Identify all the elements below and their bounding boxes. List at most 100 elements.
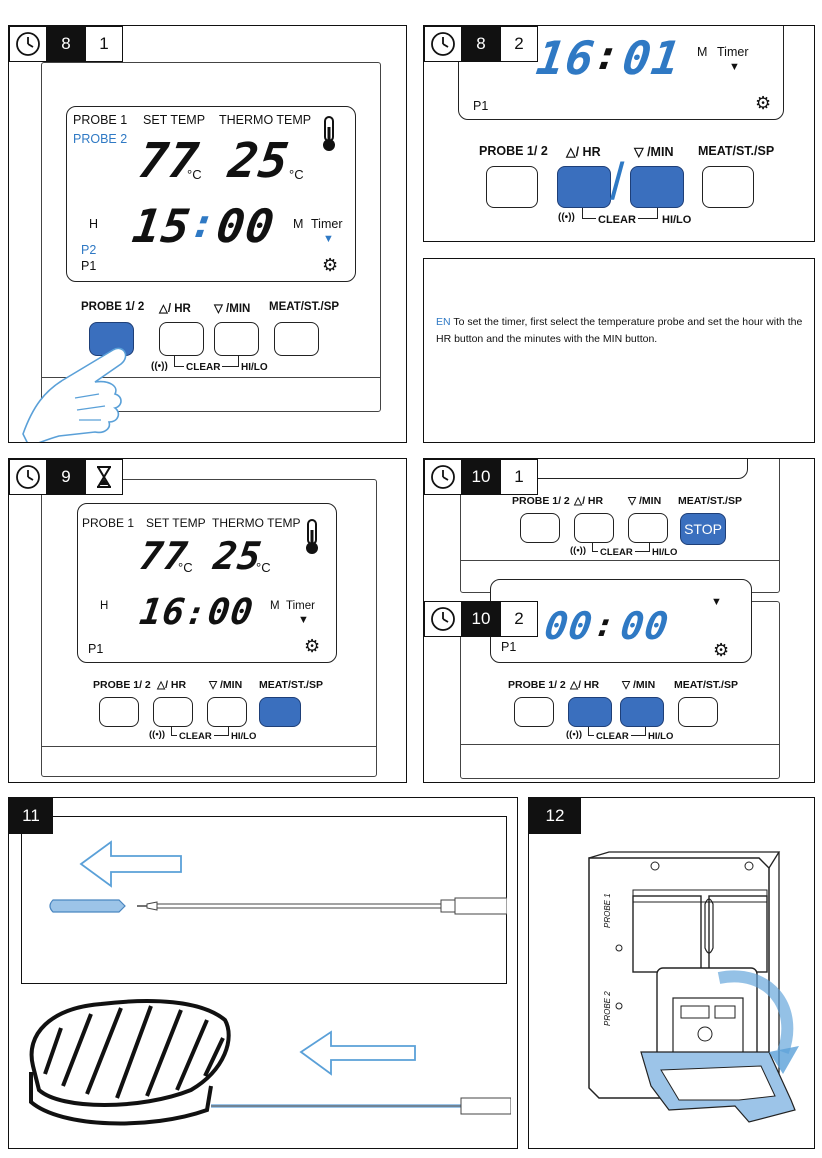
- clock-icon: [424, 601, 462, 637]
- probe2-port-label: PROBE 2: [603, 991, 612, 1026]
- min-button-label: ▽ /MIN: [214, 303, 251, 315]
- min-button[interactable]: [628, 513, 668, 543]
- step-number: 11: [9, 798, 53, 834]
- step-number: 12: [529, 798, 581, 834]
- clear-label: CLEAR: [184, 362, 223, 373]
- thermo-temp-unit: °C: [256, 560, 271, 575]
- thermo-temp-unit: °C: [289, 167, 304, 182]
- timer-label: Timer: [717, 45, 749, 59]
- step-header: 8 2: [424, 26, 538, 62]
- hr-button-label: △/ HR: [574, 495, 604, 507]
- step-number: 8: [47, 26, 85, 62]
- p1-label: P1: [88, 642, 104, 656]
- timer-colon: :: [591, 33, 624, 79]
- p1-label: P1: [81, 259, 97, 273]
- panel-step-8-2: 8 2 16 : 01 M Timer ▼ P1 ⚙ PROBE 1/ 2 △/…: [423, 25, 815, 242]
- hr-button[interactable]: [159, 322, 204, 356]
- stop-button[interactable]: STOP: [680, 513, 726, 545]
- hr-button[interactable]: [153, 697, 193, 727]
- timer-down-arrow-icon: ▼: [711, 596, 722, 608]
- step-header-10-1: 10 1: [424, 459, 538, 495]
- min-button[interactable]: [207, 697, 247, 727]
- timer-colon: :: [592, 606, 618, 644]
- instruction-panel: EN To set the timer, first select the te…: [423, 258, 815, 443]
- beep-icon: ((•)): [151, 361, 168, 372]
- thermometer-icon: [319, 115, 339, 158]
- timer-minutes: 00: [213, 199, 279, 253]
- hr-button[interactable]: [574, 513, 614, 543]
- hilo-label: HI/LO: [241, 362, 268, 373]
- probe-label: PROBE 1: [82, 516, 135, 530]
- hr-button-label: △/ HR: [566, 145, 601, 159]
- device-back-stand-illustration: [588, 851, 799, 1123]
- timer-hours: 15: [129, 199, 195, 253]
- timer-down-arrow-icon: ▼: [729, 61, 740, 73]
- set-temp-unit: °C: [187, 167, 202, 182]
- meat-button-label: MEAT/ST./SP: [698, 144, 775, 158]
- step-number: 8: [462, 26, 500, 62]
- probe-button-label: PROBE 1/ 2: [508, 679, 566, 691]
- meat-button[interactable]: [274, 322, 319, 356]
- step-header: 12: [529, 798, 581, 834]
- clock-icon: [424, 459, 462, 495]
- thermo-temp-label: THERMO TEMP: [219, 113, 312, 127]
- timer-minutes: 01: [619, 31, 685, 85]
- minute-label: M: [270, 600, 280, 612]
- step-header: 11: [9, 798, 53, 834]
- min-button-label: ▽ /MIN: [634, 145, 674, 159]
- min-button[interactable]: [620, 697, 664, 727]
- timer-down-arrow-icon: ▼: [323, 233, 334, 245]
- clear-label: CLEAR: [598, 547, 635, 558]
- panel-step-8-1: 8 1 PROBE 1 PROBE 2 SET TEMP THERMO TEMP…: [8, 25, 407, 443]
- clear-label: CLEAR: [594, 731, 631, 742]
- hr-button[interactable]: [568, 697, 612, 727]
- gear-icon: ⚙: [322, 255, 339, 275]
- meat-button[interactable]: [678, 697, 718, 727]
- hr-button-label: △/ HR: [157, 679, 187, 691]
- probe1-port-label: PROBE 1: [603, 893, 612, 928]
- panel-step-12: 12 PROBE 1 PROBE 2: [528, 797, 815, 1149]
- meat-button-label: MEAT/ST./SP: [269, 301, 340, 313]
- language-code: EN: [436, 316, 451, 328]
- p1-label: P1: [501, 640, 517, 654]
- timer-minutes: 00: [617, 604, 672, 648]
- probe-button[interactable]: [99, 697, 139, 727]
- pressing-hand-icon: [22, 347, 127, 442]
- minute-label: M: [697, 45, 708, 59]
- probe-button[interactable]: [486, 166, 538, 208]
- probe-button[interactable]: [520, 513, 560, 543]
- sub-step-number: 1: [85, 26, 123, 62]
- hr-button-label: △/ HR: [159, 303, 191, 315]
- panel-step-11: 11: [8, 797, 518, 1149]
- clock-icon: [9, 26, 47, 62]
- min-button-label: ▽ /MIN: [622, 679, 656, 691]
- probe-cover-removal-illustration: [49, 840, 507, 915]
- probe-button-label: PROBE 1/ 2: [81, 301, 145, 313]
- hourglass-icon: [85, 459, 123, 495]
- sub-step-number: 2: [500, 601, 538, 637]
- probe-button[interactable]: [514, 697, 554, 727]
- panel-step-9: 9 PROBE 1 SET TEMP THERMO TEMP 77 °C 25 …: [8, 458, 407, 783]
- meat-button-label: MEAT/ST./SP: [674, 679, 738, 691]
- timer-minutes: 00: [205, 592, 257, 633]
- step-number: 10: [462, 601, 500, 637]
- meat-button[interactable]: [702, 166, 754, 208]
- instruction-body: To set the timer, first select the tempe…: [436, 316, 803, 345]
- gear-icon: ⚙: [713, 640, 730, 660]
- min-button[interactable]: [630, 166, 684, 208]
- beep-icon: ((•)): [566, 729, 582, 740]
- meat-insertion-illustration: [29, 999, 511, 1126]
- meat-button[interactable]: [259, 697, 301, 727]
- hilo-label: HI/LO: [648, 731, 674, 742]
- gear-icon: ⚙: [304, 636, 321, 656]
- sub-step-number: 2: [500, 26, 538, 62]
- step-number: 10: [462, 459, 500, 495]
- hilo-label: HI/LO: [652, 547, 678, 558]
- beep-icon: ((•)): [558, 212, 575, 223]
- step-header: 9: [9, 459, 123, 495]
- min-button[interactable]: [214, 322, 259, 356]
- thermo-temp-value: 25: [225, 133, 293, 189]
- hilo-label: HI/LO: [231, 731, 257, 742]
- hour-label: H: [100, 600, 109, 612]
- hr-button[interactable]: [557, 166, 611, 208]
